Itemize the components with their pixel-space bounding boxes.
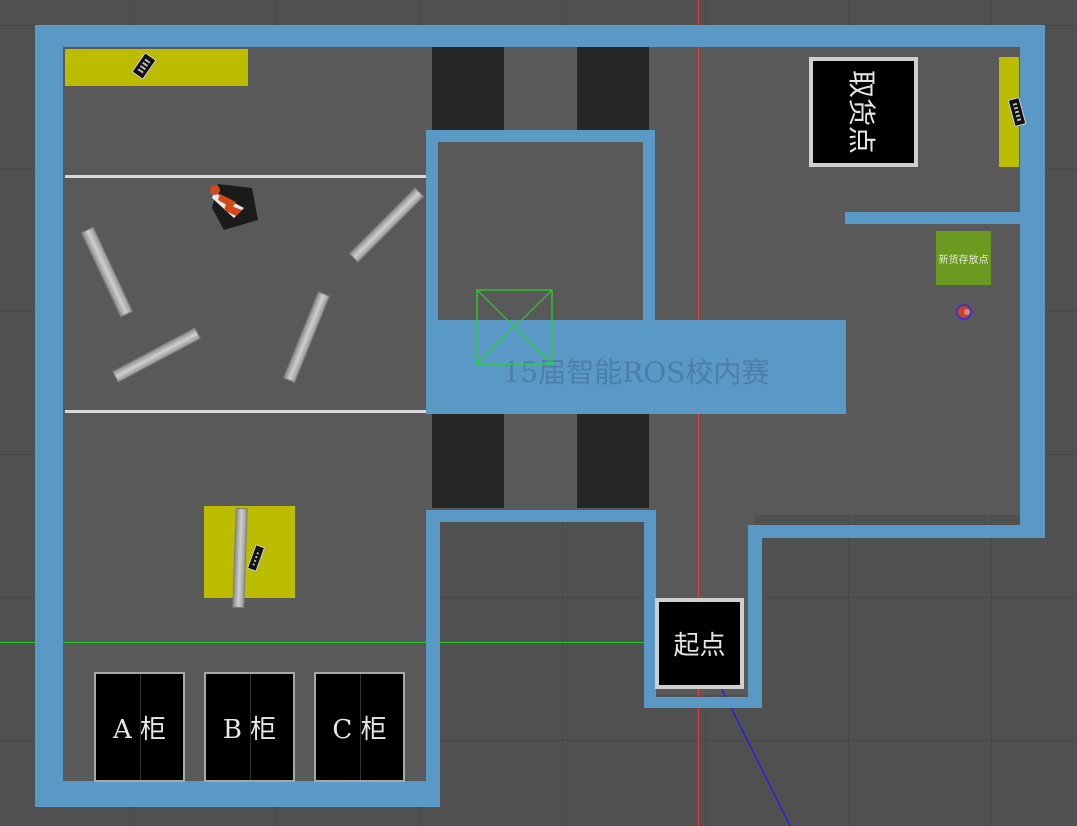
start-point-sign: 起点 xyxy=(655,598,744,689)
lane-line-bottom xyxy=(65,410,427,413)
center-frame-top xyxy=(426,130,654,142)
wall-bottom-left xyxy=(35,781,440,807)
wall-left xyxy=(35,25,63,807)
banner-text: 15届智能ROS校内赛 xyxy=(502,356,770,389)
new-goods-storage-zone: 新货存放点 xyxy=(936,231,991,285)
dark-strip-top-left xyxy=(432,47,504,132)
traffic-cone-icon xyxy=(206,178,262,234)
pickup-point-sign: 取货点 xyxy=(809,57,918,167)
yellow-zone-top-left xyxy=(65,49,248,86)
wall-right-bottom xyxy=(750,525,1045,538)
cabinet-a: A 柜 xyxy=(94,672,185,782)
wall-alcove-bottom xyxy=(644,697,762,708)
wall-mid-vertical xyxy=(426,510,440,807)
lane-line-top xyxy=(65,175,427,178)
cabinet-b: B 柜 xyxy=(204,672,295,782)
yellow-zone-bottom-left xyxy=(204,506,295,598)
start-point-label: 起点 xyxy=(673,631,726,661)
banner: 15届智能ROS校内赛 xyxy=(426,320,846,414)
wall-mid-horizontal xyxy=(426,510,654,522)
wall-top xyxy=(35,25,1045,47)
pickup-point-label: 取货点 xyxy=(845,69,879,155)
selection-box-icon[interactable] xyxy=(475,288,555,366)
cabinet-c: C 柜 xyxy=(314,672,405,782)
center-frame-right xyxy=(643,130,655,325)
dark-strip-bottom-right xyxy=(577,414,649,508)
dark-strip-bottom-left xyxy=(432,414,504,508)
cabinet-b-label: B 柜 xyxy=(222,714,277,745)
cabinet-a-label: A 柜 xyxy=(112,714,167,745)
wall-alcove-left xyxy=(644,510,656,708)
y-axis-line xyxy=(0,642,700,643)
yellow-zone-top-right xyxy=(999,57,1019,167)
new-goods-storage-label: 新货存放点 xyxy=(938,254,989,266)
center-frame-left xyxy=(426,130,438,325)
cabinet-c-label: C 柜 xyxy=(332,714,387,745)
robot-marker-icon[interactable] xyxy=(955,303,975,321)
wall-alcove-right xyxy=(748,525,762,708)
left-floor xyxy=(62,45,432,785)
right-floor xyxy=(432,45,1022,515)
wall-divider-right xyxy=(845,212,1033,224)
wall-right xyxy=(1020,25,1045,537)
dark-strip-top-right xyxy=(577,47,649,132)
